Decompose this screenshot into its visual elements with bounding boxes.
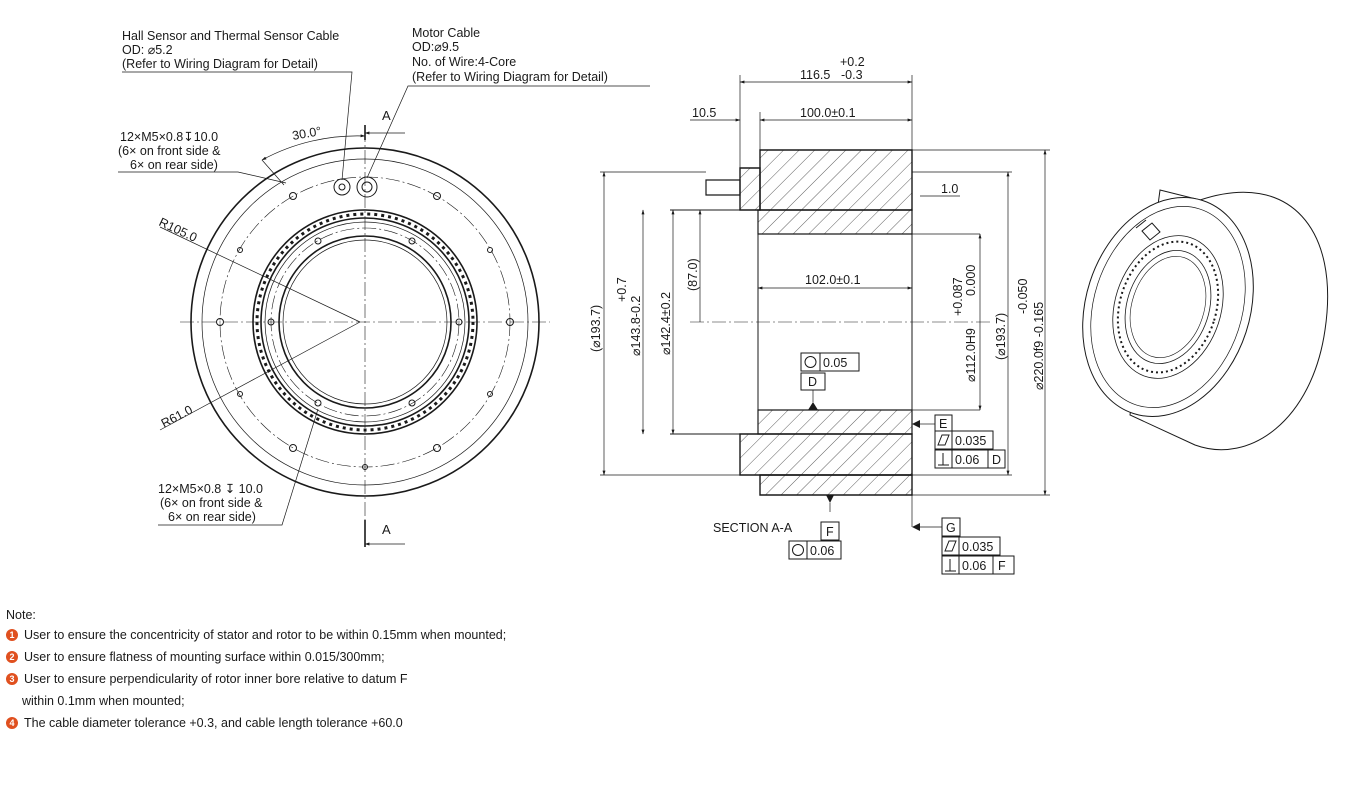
holes-top-3: 6× on rear side) bbox=[130, 158, 218, 172]
inner-length-dim: 102.0±0.1 bbox=[805, 273, 861, 287]
note-text-4: The cable diameter tolerance +0.3, and c… bbox=[24, 716, 403, 730]
holes-top-1: 12×M5×0.8↧10.0 bbox=[120, 130, 218, 144]
motor-cable-title: Motor Cable bbox=[412, 26, 480, 40]
dia-220: ⌀220.0f9 -0.165 bbox=[1032, 302, 1046, 390]
gdt-perp-g: 0.06 bbox=[962, 559, 986, 573]
dia-143: ⌀143.8-0.2 bbox=[629, 296, 643, 356]
section-title: SECTION A-A bbox=[713, 521, 793, 535]
section-view bbox=[600, 75, 1050, 531]
note-item-4: 4 The cable diameter tolerance +0.3, and… bbox=[6, 712, 906, 734]
hall-cable-od: OD: ⌀5.2 bbox=[122, 43, 173, 57]
overall-tol-lower: -0.3 bbox=[841, 68, 863, 82]
holes-bottom-1: 12×M5×0.8 ↧ 10.0 bbox=[158, 482, 263, 496]
gdt-perp-e: 0.06 bbox=[955, 453, 979, 467]
holes-bottom-3: 6× on rear side) bbox=[168, 510, 256, 524]
gdt-datum-g: G bbox=[946, 521, 956, 535]
gdt-datum-e: E bbox=[939, 417, 947, 431]
gdt-datum-d: D bbox=[808, 375, 817, 389]
gdt-flat-e: 0.035 bbox=[955, 434, 986, 448]
dia-193-left: (⌀193.7) bbox=[589, 305, 603, 352]
note-number-3: 3 bbox=[6, 673, 18, 685]
gdt-datum-f: F bbox=[826, 525, 834, 539]
holes-bottom-2: (6× on front side & bbox=[160, 496, 263, 510]
isometric-view bbox=[1082, 189, 1329, 451]
gdt-circ-d-value: 0.05 bbox=[823, 356, 847, 370]
chamfer-dim: 1.0 bbox=[941, 182, 958, 196]
note-item-2: 2 User to ensure flatness of mounting su… bbox=[6, 646, 906, 668]
note-text-3-continued: within 0.1mm when mounted; bbox=[22, 694, 185, 708]
overall-length: 116.5 bbox=[800, 68, 830, 82]
overall-tol-upper: +0.2 bbox=[840, 55, 865, 69]
hall-cable-title: Hall Sensor and Thermal Sensor Cable bbox=[122, 29, 339, 43]
holes-top-2: (6× on front side & bbox=[118, 144, 221, 158]
motor-cable-wires: No. of Wire:4-Core bbox=[412, 55, 516, 69]
dia-220-tol-up: -0.050 bbox=[1016, 279, 1030, 314]
body-length-dim: 100.0±0.1 bbox=[800, 106, 856, 120]
dia-112-tol-up: +0.087 bbox=[951, 277, 965, 316]
dia-193-right: (⌀193.7) bbox=[994, 313, 1008, 360]
note-number-2: 2 bbox=[6, 651, 18, 663]
inner-mounting-holes bbox=[267, 237, 463, 407]
dia-112: ⌀112.0H9 bbox=[964, 328, 978, 382]
annotations: Hall Sensor and Thermal Sensor Cable OD:… bbox=[118, 26, 1046, 573]
angle-label: 30.0° bbox=[291, 124, 322, 143]
section-marker-top: A bbox=[382, 108, 391, 123]
dia-143-tol: +0.7 bbox=[615, 277, 629, 302]
gdt-perp-e-ref: D bbox=[992, 453, 1001, 467]
gdt-flat-g: 0.035 bbox=[962, 540, 993, 554]
r-inner-label: R61.0 bbox=[159, 403, 195, 431]
notes-title: Note: bbox=[6, 608, 36, 622]
note-number-1: 1 bbox=[6, 629, 18, 641]
motor-cable-ref: (Refer to Wiring Diagram for Detail) bbox=[412, 70, 608, 84]
cable-glands bbox=[333, 176, 378, 198]
note-item-1: 1 User to ensure the concentricity of st… bbox=[6, 624, 906, 646]
flange-dim: 10.5 bbox=[692, 106, 716, 120]
note-item-3: 3 User to ensure perpendicularity of rot… bbox=[6, 668, 906, 690]
note-text-3: User to ensure perpendicularity of rotor… bbox=[24, 672, 408, 686]
notes-section: Note: 1 User to ensure the concentricity… bbox=[6, 606, 906, 734]
note-number-4: 4 bbox=[6, 717, 18, 729]
gdt-perp-g-ref: F bbox=[998, 559, 1006, 573]
dia-112-tol-low: 0.000 bbox=[964, 265, 978, 296]
note-text-2: User to ensure flatness of mounting surf… bbox=[24, 650, 385, 664]
note-text-1: User to ensure the concentricity of stat… bbox=[24, 628, 507, 642]
dia-142: ⌀142.4±0.2 bbox=[659, 292, 673, 355]
motor-cable-od: OD:⌀9.5 bbox=[412, 40, 459, 54]
dia-87: (87.0) bbox=[686, 258, 700, 291]
technical-drawing: Hall Sensor and Thermal Sensor Cable OD:… bbox=[118, 26, 1329, 575]
outer-mounting-holes bbox=[216, 192, 514, 470]
r-outer-label: R105.0 bbox=[157, 215, 199, 245]
section-marker-bottom: A bbox=[382, 522, 391, 537]
front-view bbox=[118, 71, 650, 547]
hall-cable-ref: (Refer to Wiring Diagram for Detail) bbox=[122, 57, 318, 71]
note-item-3-continued: within 0.1mm when mounted; bbox=[6, 690, 906, 712]
gdt-circ-f: 0.06 bbox=[810, 544, 834, 558]
gdt-frames bbox=[788, 352, 1015, 575]
